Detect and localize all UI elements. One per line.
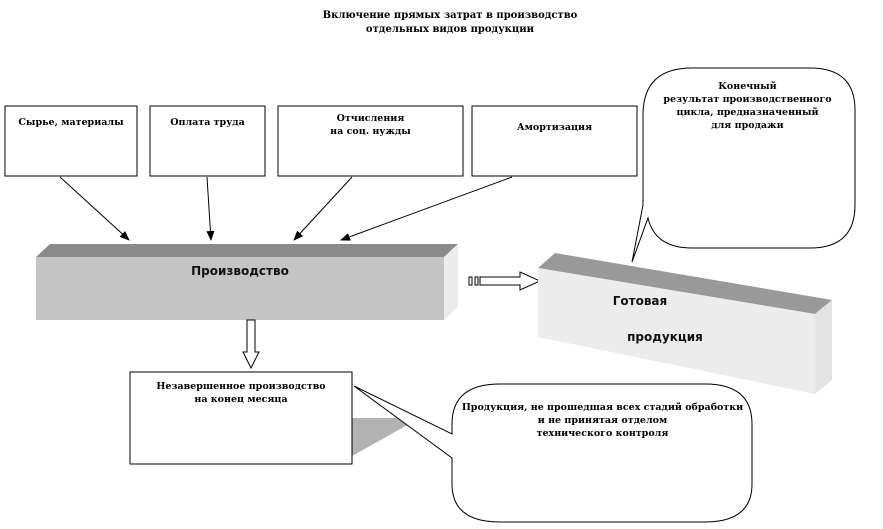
callout-bottom-line2: и не принятая отделом: [537, 415, 668, 426]
input-box-depreciation: [471, 105, 638, 177]
wip-label-line2: на конец месяца: [194, 394, 288, 405]
arrow-to-wip: [242, 319, 260, 370]
input-box-social: [277, 105, 464, 177]
input-label-social-line2: на соц. нужды: [330, 126, 411, 137]
finished-goods-block: [538, 253, 832, 394]
arrow-labor: [206, 176, 215, 241]
input-label-materials-text: Сырье, материалы: [18, 117, 124, 128]
title-line-1: Включение прямых затрат в производство: [322, 10, 578, 21]
title-line-2: отдельных видов продукции: [365, 24, 535, 35]
callout-top-text: Конечный результат производственного цик…: [655, 80, 840, 132]
production-block: [36, 244, 458, 320]
production-label: Производство: [191, 264, 289, 278]
arrow-depreciation: [340, 176, 513, 241]
input-label-labor: Оплата труда: [150, 116, 265, 129]
input-label-materials: Сырье, материалы: [5, 116, 137, 129]
input-box-materials: [4, 105, 138, 177]
wip-label: Незавершенное производство на конец меся…: [130, 380, 352, 406]
finished-label-line2: продукция: [627, 330, 703, 344]
arrow-to-finished: [468, 271, 542, 291]
arrow-social: [293, 176, 353, 241]
finished-label-line1: Готовая: [612, 294, 668, 308]
callout-top-line4: для продажи: [711, 120, 784, 131]
callout-top-line3: цикла, предназначенный: [676, 107, 819, 118]
input-label-social-line1: Отчисления: [336, 113, 405, 124]
input-label-labor-text: Оплата труда: [170, 117, 245, 128]
callout-bottom-line3: технического контроля: [536, 428, 669, 439]
input-label-depreciation-text: Амортизация: [516, 122, 593, 133]
callout-top-bubble: [631, 67, 856, 263]
wip-label-line1: Незавершенное производство: [156, 381, 326, 392]
input-box-labor: [149, 105, 266, 177]
input-label-depreciation: Амортизация: [472, 121, 637, 134]
callout-bottom-text: Продукция, не прошедшая всех стадий обра…: [455, 401, 750, 440]
arrow-materials: [59, 176, 130, 241]
input-label-social: Отчисления на соц. нужды: [278, 112, 463, 138]
callout-bottom-line1: Продукция, не прошедшая всех стадий обра…: [461, 402, 744, 413]
wip-shadow: [352, 418, 420, 456]
callout-top-line1: Конечный: [718, 81, 777, 92]
wip-box: [129, 371, 353, 465]
callout-bottom-bubble: [353, 383, 753, 523]
diagram-title: Включение прямых затрат в производство о…: [290, 9, 610, 37]
callout-top-line2: результат производственного: [663, 94, 832, 105]
